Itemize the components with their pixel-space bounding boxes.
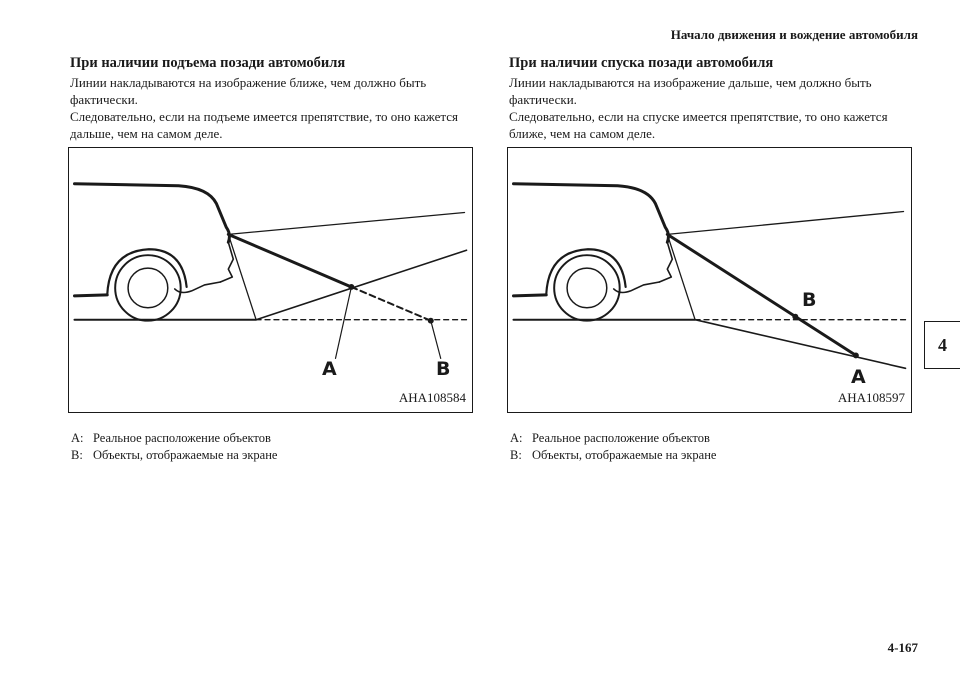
figure-label-b: B [802, 289, 817, 311]
legend-key: B: [71, 448, 83, 462]
figure-label-b: B [436, 358, 451, 380]
paragraph-2: Следовательно, если на подъеме имеется п… [70, 109, 458, 141]
paragraph-1: Линии накладываются на изображение дальш… [509, 75, 872, 107]
legend-text: Объекты, отображаемые на экране [532, 448, 717, 462]
legend-item-a: A: Реальное расположение объектов [71, 430, 277, 447]
legend-key: A: [71, 431, 84, 445]
section-title-uphill: При наличии подъема позади автомобиля [70, 55, 346, 71]
legend-text: Объекты, отображаемые на экране [93, 448, 278, 462]
downhill-illustration [511, 182, 907, 370]
legend-key: A: [510, 431, 523, 445]
chapter-tab: 4 [924, 321, 960, 369]
paragraph-1: Линии накладываются на изображение ближе… [70, 75, 427, 107]
legend-text: Реальное расположение объектов [93, 431, 271, 445]
legend-uphill: A: Реальное расположение объектов B: Объ… [71, 430, 277, 464]
section-title-downhill: При наличии спуска позади автомобиля [509, 55, 774, 71]
legend-item-b: B: Объекты, отображаемые на экране [510, 447, 716, 464]
figure-code: AHA108584 [398, 390, 466, 405]
figure-label-a: A [322, 358, 337, 380]
section-uphill: При наличии подъема позади автомобиля Ли… [70, 55, 475, 142]
figure-downhill: B A AHA108597 [507, 147, 912, 413]
figure-uphill: A B AHA108584 [68, 147, 473, 413]
uphill-illustration [72, 182, 468, 360]
paragraph-2: Следовательно, если на спуске имеется пр… [509, 109, 888, 141]
page-number: 4-167 [887, 640, 918, 655]
legend-key: B: [510, 448, 522, 462]
legend-item-a: A: Реальное расположение объектов [510, 430, 716, 447]
legend-text: Реальное расположение объектов [532, 431, 710, 445]
figure-code: AHA108597 [837, 390, 905, 405]
section-downhill: При наличии спуска позади автомобиля Лин… [509, 55, 914, 142]
figure-label-a: A [851, 366, 866, 388]
running-header: Начало движения и вождение автомобиля [670, 27, 918, 42]
legend-downhill: A: Реальное расположение объектов B: Объ… [510, 430, 716, 464]
legend-item-b: B: Объекты, отображаемые на экране [71, 447, 277, 464]
